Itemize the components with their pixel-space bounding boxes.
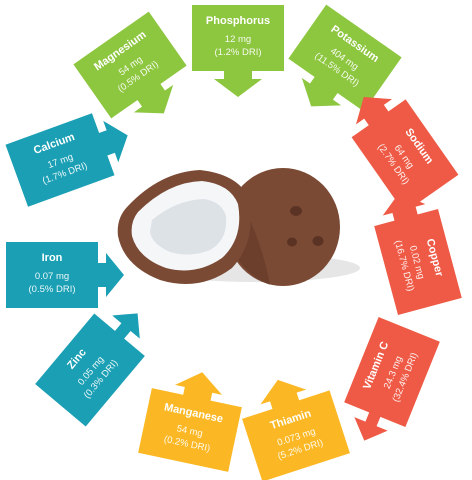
coconut-half-icon: [117, 170, 251, 284]
iron-dri: (0.5% DRI): [29, 284, 76, 295]
phosphorus-amount: 12 mg: [225, 34, 251, 45]
iron-name: Iron: [42, 252, 63, 264]
nutrient-box-vitamin-c: Vitamin C24.3 mg(32.4% DRI): [344, 316, 440, 441]
copper-arrow-icon: [382, 192, 426, 223]
phosphorus-box-background: [192, 5, 284, 71]
magnesium-box-background: [73, 11, 187, 119]
vitamin-c-box-background: [344, 316, 440, 428]
iron-arrow-icon: [96, 253, 124, 297]
phosphorus-dri: (1.2% DRI): [215, 47, 262, 58]
thiamin-box-background: [242, 390, 350, 480]
zinc-box-background: [35, 313, 145, 427]
phosphorus-name: Phosphorus: [206, 15, 270, 27]
potassium-arrow-icon: [301, 75, 342, 107]
manganese-arrow-icon: [175, 372, 222, 403]
coconut-illustration-icon: [117, 168, 360, 286]
vitamin-c-arrow-icon: [354, 408, 388, 441]
phosphorus-arrow-icon: [214, 69, 262, 97]
sodium-arrow-icon: [356, 97, 393, 127]
magnesium-arrow-icon: [133, 82, 174, 114]
nutrient-box-iron: Iron 0.07 mg (0.5% DRI): [6, 242, 124, 308]
potassium-box-background: [288, 4, 402, 112]
copper-box-background: [374, 209, 462, 315]
calcium-box-background: [5, 113, 115, 207]
sodium-box-background: [351, 99, 459, 213]
nutrient-box-phosphorus: Phosphorus 12 mg (1.2% DRI): [192, 5, 284, 97]
iron-amount: 0.07 mg: [35, 271, 69, 282]
iron-box-background: [6, 242, 98, 308]
manganese-amount: 54 mg: [176, 423, 204, 439]
manganese-box-background: [138, 388, 242, 472]
